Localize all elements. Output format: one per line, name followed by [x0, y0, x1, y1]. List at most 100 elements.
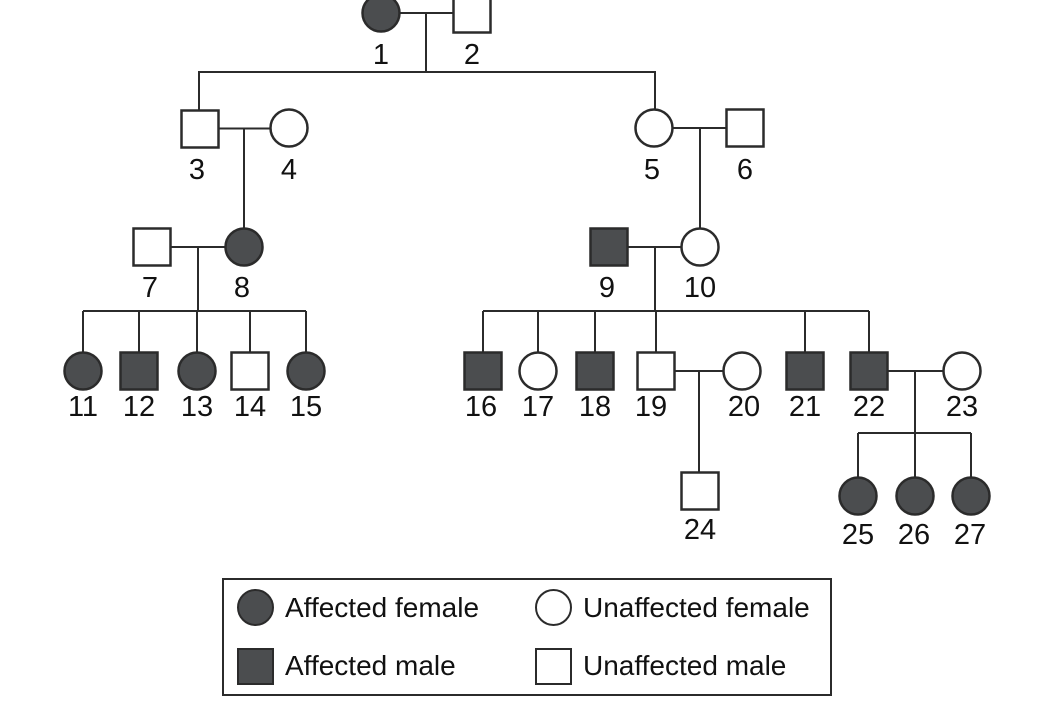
- unaffected-male-symbol: [230, 351, 270, 391]
- unaffected-male-symbol: [680, 471, 720, 511]
- individual-label: 21: [789, 391, 821, 423]
- individual-5: 5: [634, 108, 674, 186]
- legend-label: Affected male: [285, 650, 456, 682]
- affected-male-symbol: [589, 227, 629, 267]
- unaffected-female-symbol: [518, 351, 558, 391]
- affected-male-symbol: [119, 351, 159, 391]
- affected-male-icon: [237, 647, 274, 685]
- individual-label: 1: [373, 39, 389, 71]
- legend-item-unaffected-male: Unaffected male: [535, 647, 830, 685]
- individual-23: 23: [942, 351, 982, 423]
- individual-7: 7: [132, 227, 172, 304]
- unaffected-male-symbol: [452, 0, 492, 34]
- individual-15: 15: [286, 351, 326, 423]
- individual-13: 13: [177, 351, 217, 423]
- affected-female-icon: [237, 589, 274, 627]
- individual-1: 1: [361, 0, 401, 71]
- child-drops-gen5: [857, 433, 972, 478]
- pedigree-individuals: 1 2 3 4 5 6 7: [63, 0, 991, 551]
- individual-label: 19: [635, 391, 667, 423]
- legend-item-affected-female: Affected female: [237, 589, 535, 627]
- legend-item-affected-male: Affected male: [237, 647, 535, 685]
- individual-22: 22: [849, 351, 889, 423]
- affected-female-symbol: [224, 227, 264, 267]
- individual-19: 19: [635, 351, 676, 423]
- individual-6: 6: [725, 108, 765, 186]
- affected-female-symbol: [951, 476, 991, 516]
- legend-label: Unaffected female: [583, 591, 810, 623]
- individual-12: 12: [119, 351, 159, 423]
- legend-item-unaffected-female: Unaffected female: [535, 589, 830, 627]
- individual-label: 6: [737, 154, 753, 186]
- unaffected-male-symbol: [180, 109, 220, 149]
- individual-label: 15: [290, 391, 322, 423]
- legend-label: Affected female: [285, 591, 480, 623]
- individual-2: 2: [452, 0, 492, 71]
- affected-male-symbol: [849, 351, 889, 391]
- individual-label: 12: [123, 391, 155, 423]
- affected-female-symbol: [286, 351, 326, 391]
- individual-label: 17: [522, 391, 554, 423]
- individual-4: 4: [269, 108, 309, 186]
- unaffected-male-icon: [535, 647, 572, 685]
- individual-24: 24: [680, 471, 720, 546]
- individual-9: 9: [589, 227, 629, 304]
- unaffected-female-symbol: [942, 351, 982, 391]
- individual-10: 10: [680, 227, 720, 304]
- unaffected-female-symbol: [634, 108, 674, 148]
- individual-label: 14: [234, 391, 266, 423]
- individual-label: 27: [954, 519, 986, 551]
- individual-label: 26: [898, 519, 930, 551]
- individual-25: 25: [838, 476, 878, 551]
- affected-female-symbol: [361, 0, 401, 33]
- individual-21: 21: [785, 351, 825, 423]
- child-drops-gen4-left: [82, 311, 307, 353]
- individual-16: 16: [463, 351, 503, 423]
- individual-label: 3: [189, 154, 205, 186]
- affected-male-symbol: [575, 351, 615, 391]
- legend-label: Unaffected male: [583, 650, 787, 682]
- affected-male-symbol: [463, 351, 503, 391]
- unaffected-male-symbol: [636, 351, 676, 391]
- individual-label: 2: [464, 39, 480, 71]
- affected-female-symbol: [838, 476, 878, 516]
- unaffected-male-symbol: [725, 108, 765, 148]
- individual-11: 11: [63, 351, 103, 423]
- individual-label: 7: [142, 272, 158, 304]
- individual-label: 11: [68, 391, 98, 423]
- individual-20: 20: [722, 351, 762, 423]
- individual-27: 27: [951, 476, 991, 551]
- affected-female-symbol: [177, 351, 217, 391]
- unaffected-female-symbol: [269, 108, 309, 148]
- individual-8: 8: [224, 227, 264, 304]
- unaffected-female-symbol: [722, 351, 762, 391]
- individual-14: 14: [230, 351, 270, 423]
- individual-label: 22: [853, 391, 885, 423]
- individual-18: 18: [575, 351, 615, 423]
- individual-17: 17: [518, 351, 558, 423]
- individual-label: 25: [842, 519, 874, 551]
- individual-label: 18: [579, 391, 611, 423]
- individual-label: 24: [684, 514, 716, 546]
- individual-label: 9: [599, 272, 615, 304]
- unaffected-female-icon: [535, 589, 572, 627]
- individual-label: 20: [728, 391, 760, 423]
- affected-male-symbol: [785, 351, 825, 391]
- individual-label: 23: [946, 391, 978, 423]
- legend: Affected female Unaffected female Affect…: [222, 578, 832, 696]
- individual-label: 16: [465, 391, 497, 423]
- pedigree-lines: [82, 12, 972, 478]
- child-drops-gen4-right: [482, 311, 870, 353]
- unaffected-male-symbol: [132, 227, 172, 267]
- individual-label: 5: [644, 154, 660, 186]
- affected-female-symbol: [63, 351, 103, 391]
- individual-26: 26: [895, 476, 935, 551]
- individual-label: 13: [181, 391, 213, 423]
- individual-label: 8: [234, 272, 250, 304]
- individual-label: 10: [684, 272, 716, 304]
- individual-label: 4: [281, 154, 297, 186]
- affected-female-symbol: [895, 476, 935, 516]
- unaffected-female-symbol: [680, 227, 720, 267]
